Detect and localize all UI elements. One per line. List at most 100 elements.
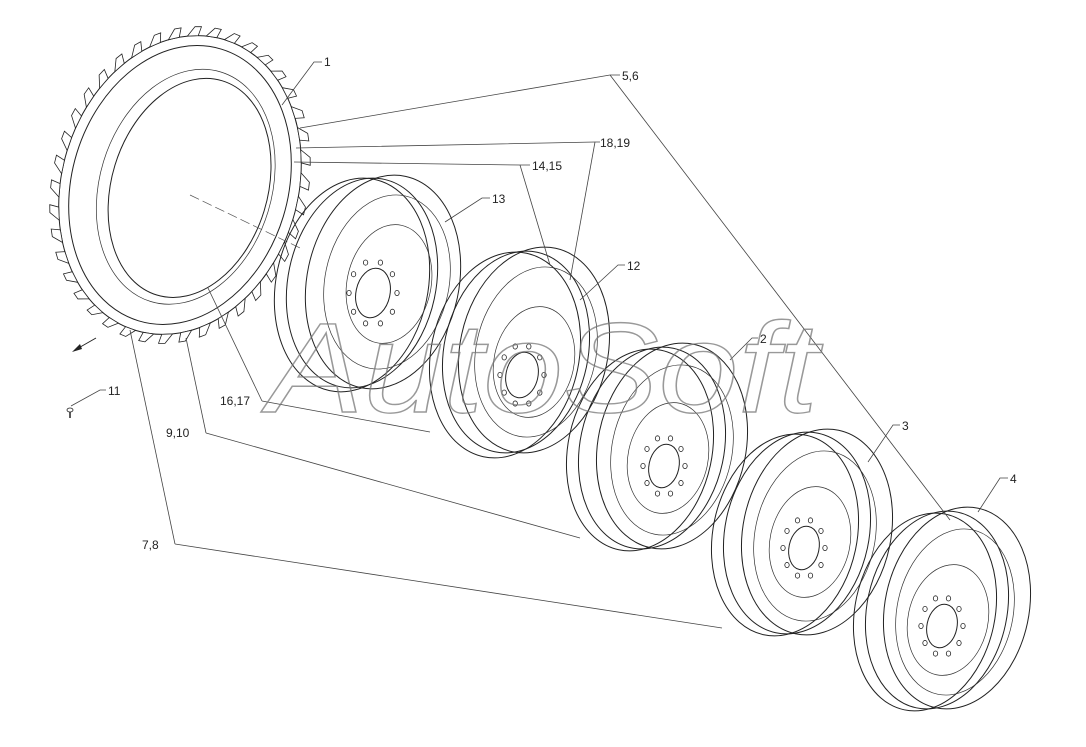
bolt-ring: [780, 517, 828, 579]
tread-lug: [198, 322, 212, 338]
bolt-hole: [922, 605, 928, 612]
tread-lug: [61, 130, 73, 152]
callout-16-17: 16,17: [220, 394, 250, 408]
wheel-part-12: [428, 246, 611, 459]
tread-lug: [101, 317, 120, 328]
callout-2: 2: [760, 332, 767, 346]
tread-lug: [178, 329, 193, 343]
direction-arrow: [72, 337, 97, 352]
bolt-hole: [956, 640, 962, 647]
bolt-hole: [807, 517, 814, 524]
callout-5-6: 5,6: [622, 69, 639, 83]
bolt-hole: [818, 562, 824, 569]
bolt-hole: [956, 605, 962, 612]
tread-lug: [205, 27, 222, 39]
wheel-part-3: [710, 428, 894, 637]
tread-lug: [148, 32, 162, 48]
bolt-hole: [918, 623, 924, 630]
bolt-ring: [918, 595, 966, 657]
tread-lug: [296, 126, 310, 142]
tire-tread-lugs: [49, 26, 311, 344]
callout-9-10: 9,10: [166, 426, 190, 440]
tread-lug: [299, 171, 310, 191]
bolt-hole: [394, 289, 400, 296]
bolt-hole: [350, 271, 357, 278]
bolt-hole: [501, 389, 507, 396]
bolt-hole: [960, 623, 966, 630]
wheel-part-4: [852, 506, 1032, 712]
tread-lug: [98, 68, 109, 90]
bolt-ring: [640, 435, 688, 497]
bolt-hole: [654, 435, 661, 442]
tread-lug: [83, 87, 95, 109]
tread-lug: [240, 42, 259, 53]
bolt-hole: [377, 259, 384, 266]
bolt-hole: [932, 650, 939, 657]
bolt-hole: [526, 343, 532, 350]
bolt-hole: [945, 595, 952, 602]
bolt-hole: [678, 480, 684, 487]
callout-13: 13: [492, 192, 506, 206]
callout-4: 4: [1010, 472, 1017, 486]
tread-lug: [50, 179, 61, 199]
bolt-hole: [822, 545, 828, 552]
wheel-part-13: [273, 174, 462, 393]
tread-lug: [186, 26, 203, 37]
leader-lines: [70, 61, 1008, 629]
bolt-hole: [526, 400, 532, 407]
tire-axis-line: [189, 194, 301, 249]
tread-lug: [50, 228, 64, 244]
tread-lug: [73, 289, 90, 300]
tread-lug: [54, 154, 65, 175]
bolt-ring: [346, 259, 400, 327]
bolt-hole: [945, 650, 952, 657]
callout-1: 1: [324, 55, 331, 69]
tread-lug: [235, 297, 246, 317]
tread-lug: [287, 218, 299, 240]
tread-lug: [138, 331, 155, 343]
callout-12: 12: [627, 259, 641, 273]
bolt-hole: [512, 400, 518, 407]
tread-lug: [270, 70, 287, 81]
tread-lug: [290, 105, 305, 119]
tread-lug: [55, 251, 70, 265]
bolt-hole: [807, 572, 814, 579]
tread-lug: [131, 40, 143, 59]
bolt-hole: [362, 259, 369, 266]
tread-lug: [157, 333, 174, 344]
bolt-hole: [537, 354, 543, 361]
bolt-hole: [350, 308, 357, 315]
bolt-hole: [682, 462, 688, 469]
callout-11: 11: [108, 384, 121, 398]
tread-lug: [265, 261, 277, 283]
wheel-part-2: [565, 342, 749, 552]
bolt-hole: [644, 445, 650, 452]
tread-lug: [49, 204, 60, 222]
bolt-hole: [362, 320, 369, 327]
tread-lug: [86, 304, 104, 316]
tread-lug: [295, 195, 306, 216]
watermark-text: AutoSoft: [260, 297, 823, 440]
bolt-hole: [794, 517, 801, 524]
callout-18-19: 18,19: [600, 136, 630, 150]
valve-part-11: [66, 407, 74, 418]
bolt-hole: [346, 289, 352, 296]
bolt-hole: [794, 572, 801, 579]
bolt-hole: [640, 462, 646, 469]
bolt-hole: [667, 435, 674, 442]
callout-labels: 1 5,6 18,19 14,15 13 12 2 11 16,17 3 9,1…: [108, 55, 1017, 552]
tread-lug: [119, 326, 137, 337]
tread-lug: [223, 33, 241, 44]
callout-7-8: 7,8: [142, 538, 159, 552]
tread-lug: [256, 54, 274, 66]
tread-lug: [71, 107, 82, 130]
bolt-hole: [818, 527, 824, 534]
bolt-hole: [512, 343, 518, 350]
bolt-hole: [780, 545, 786, 552]
bolt-hole: [389, 308, 396, 315]
bolt-hole: [377, 320, 384, 327]
tread-lug: [114, 53, 125, 73]
callout-3: 3: [902, 419, 909, 433]
bolt-ring: [497, 343, 547, 407]
tread-lug: [251, 280, 262, 302]
